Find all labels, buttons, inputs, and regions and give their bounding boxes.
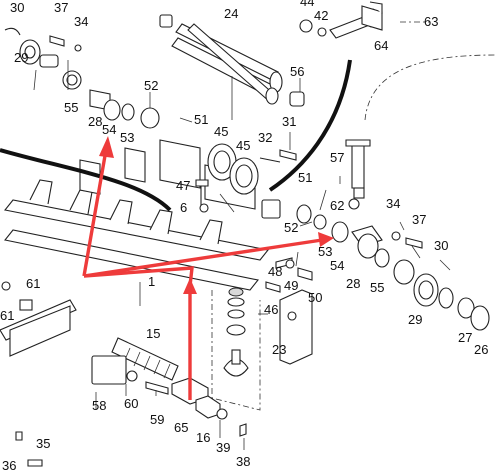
roller-assembly xyxy=(159,14,305,107)
label-53: 53 xyxy=(120,130,134,145)
label-61: 61 xyxy=(26,276,40,291)
arrow-head-53-right xyxy=(318,232,334,247)
label-36: 36 xyxy=(2,458,16,471)
label-52-right: 52 xyxy=(284,220,298,235)
arrow-head-54-upper xyxy=(99,136,114,158)
label-57: 57 xyxy=(330,150,344,165)
label-30: 30 xyxy=(10,0,24,15)
label-59: 59 xyxy=(150,412,164,427)
label-45-b: 45 xyxy=(236,138,250,153)
label-62: 62 xyxy=(330,198,344,213)
label-46: 46 xyxy=(264,302,278,317)
label-34: 34 xyxy=(74,14,88,29)
label-28: 28 xyxy=(88,114,102,129)
label-51-right: 51 xyxy=(298,170,312,185)
red-callout-arrows xyxy=(82,136,334,400)
label-32: 32 xyxy=(258,130,272,145)
label-55: 55 xyxy=(64,100,78,115)
label-54: 54 xyxy=(102,122,116,137)
leader-lines xyxy=(33,60,451,450)
arrow-to-53-right xyxy=(83,238,323,278)
label-37-right: 37 xyxy=(412,212,426,227)
label-58: 58 xyxy=(92,398,106,413)
outline-23 xyxy=(211,290,261,411)
label-34-right: 34 xyxy=(386,196,400,211)
label-15: 15 xyxy=(146,326,160,341)
label-64: 64 xyxy=(374,38,388,53)
label-56: 56 xyxy=(290,64,304,79)
arrow-to-frame-lower xyxy=(83,266,194,287)
outline-63 xyxy=(364,54,495,121)
label-6: 6 xyxy=(180,200,187,215)
label-24: 24 xyxy=(224,6,238,21)
label-27: 27 xyxy=(458,330,472,345)
label-44: 44 xyxy=(300,0,314,9)
spring-assembly xyxy=(91,337,179,395)
label-26: 26 xyxy=(474,342,488,357)
label-37: 37 xyxy=(54,0,68,15)
label-48: 48 xyxy=(268,264,282,279)
label-63: 63 xyxy=(424,14,438,29)
label-28-right: 28 xyxy=(346,276,360,291)
label-38: 38 xyxy=(236,454,250,469)
label-50: 50 xyxy=(308,290,322,305)
label-16: 16 xyxy=(196,430,210,445)
label-23: 23 xyxy=(272,342,286,357)
label-1: 1 xyxy=(148,274,155,289)
cylinder-assembly-top-right xyxy=(299,1,383,39)
main-frame xyxy=(4,89,281,291)
label-45-a: 45 xyxy=(214,124,228,139)
label-49: 49 xyxy=(284,278,298,293)
arrow-to-54-upper xyxy=(82,149,108,277)
label-35: 35 xyxy=(36,436,50,451)
label-61-left: 61 xyxy=(0,308,14,323)
label-51: 51 xyxy=(194,112,208,127)
arrow-head-bottom-up xyxy=(183,278,197,294)
damper-stack xyxy=(223,287,249,377)
label-47: 47 xyxy=(176,178,190,193)
label-30-right: 30 xyxy=(434,238,448,253)
label-54-right: 54 xyxy=(330,258,344,273)
right-bearing-cluster xyxy=(296,139,490,331)
label-31: 31 xyxy=(282,114,296,129)
label-55-right: 55 xyxy=(370,280,384,295)
label-39: 39 xyxy=(216,440,230,455)
bracket-plate xyxy=(279,289,313,365)
label-52: 52 xyxy=(144,78,158,93)
label-42: 42 xyxy=(314,8,328,23)
label-53-right: 53 xyxy=(318,244,332,259)
label-65: 65 xyxy=(174,420,188,435)
label-29: 29 xyxy=(14,50,28,65)
label-29-right: 29 xyxy=(408,312,422,327)
label-60: 60 xyxy=(124,396,138,411)
part-group-top-left xyxy=(4,27,82,90)
